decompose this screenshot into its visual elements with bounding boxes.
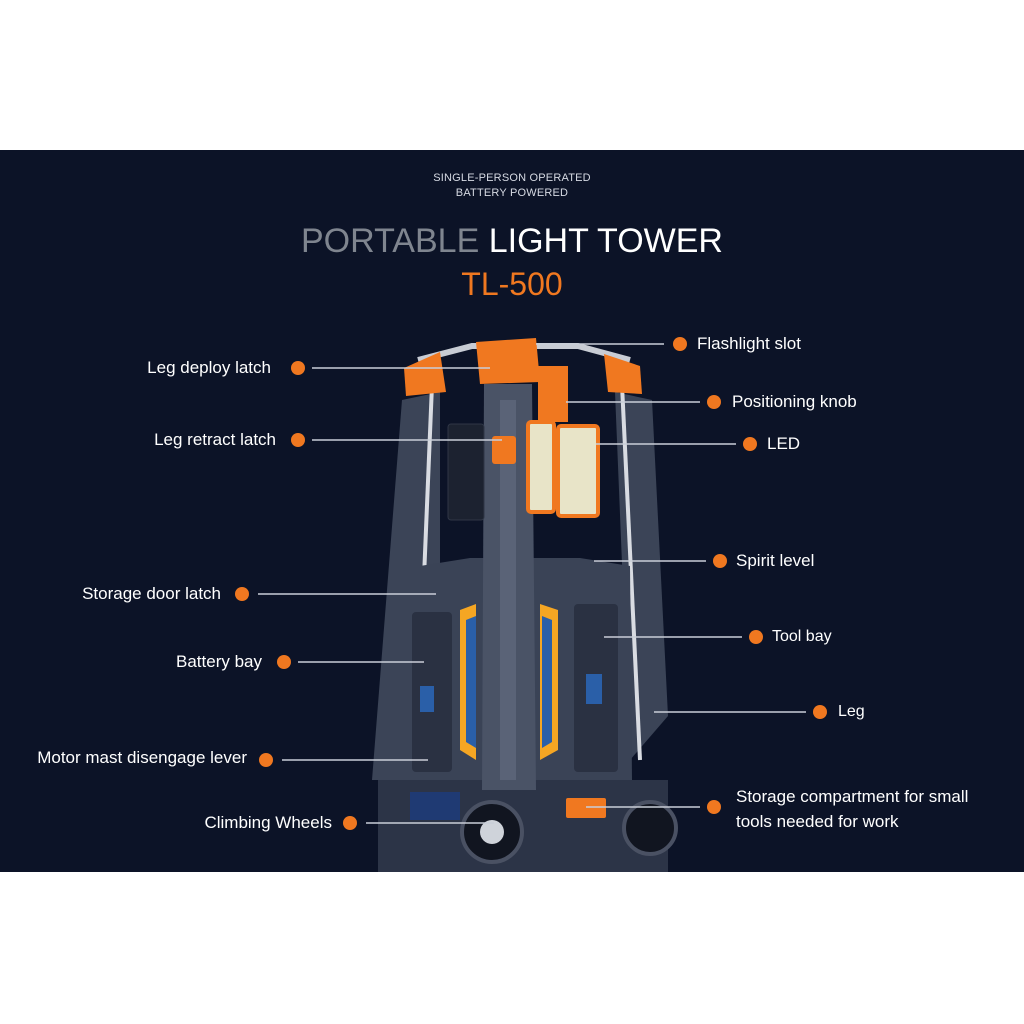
wheel-hub-left (480, 820, 504, 844)
led-panel-right (556, 424, 600, 518)
dot-climbing-wheels (343, 816, 357, 830)
dot-storage-door-latch (235, 587, 249, 601)
leg-deploy-latch-left (404, 352, 446, 396)
label-spirit-level: Spirit level (736, 551, 815, 570)
label-storage-door-latch: Storage door latch (82, 584, 221, 603)
label-motor-mast-lever: Motor mast disengage lever (37, 748, 247, 767)
label-leg: Leg (838, 703, 865, 720)
label-tool-bay: Tool bay (772, 628, 832, 645)
mast-center (500, 400, 516, 780)
label-positioning-knob: Positioning knob (732, 392, 857, 411)
label-storage-compartment-line1: Storage compartment for small (736, 787, 969, 806)
dot-led (743, 437, 757, 451)
label-leg-retract-latch: Leg retract latch (154, 430, 276, 449)
label-climbing-wheels: Climbing Wheels (204, 813, 332, 832)
label-storage-compartment-line2: tools needed for work (736, 812, 899, 831)
side-light-module (447, 423, 485, 521)
climbing-wheel-right (622, 800, 678, 856)
page-title: PORTABLE LIGHT TOWER (0, 222, 1024, 261)
mast-head (476, 338, 540, 384)
leg-deploy-latch-right (604, 354, 642, 394)
warning-label (410, 792, 460, 820)
tagline-power: BATTERY POWERED (455, 187, 569, 199)
dot-leg-deploy-latch (291, 361, 305, 375)
dot-positioning-knob (707, 395, 721, 409)
dot-spirit-level (713, 554, 727, 568)
tagline-operation: SINGLE-PERSON OPERATED (433, 172, 591, 184)
model-number: TL-500 (461, 266, 563, 302)
dot-leg-retract-latch (291, 433, 305, 447)
leg-right-rail (620, 384, 642, 761)
battery-badge (420, 686, 434, 712)
label-leg-deploy-latch: Leg deploy latch (147, 358, 271, 377)
label-battery-bay: Battery bay (176, 652, 262, 671)
dot-storage-compartment (707, 800, 721, 814)
leader-lines (258, 343, 806, 824)
callout-dots (235, 337, 827, 830)
tool-badge (586, 674, 602, 704)
leg-retract-latch (492, 436, 516, 464)
dot-battery-bay (277, 655, 291, 669)
label-led: LED (767, 434, 801, 453)
led-panel-left (526, 420, 556, 514)
dot-tool-bay (749, 630, 763, 644)
dot-motor-mast-lever (259, 753, 273, 767)
storage-compartment (566, 798, 606, 818)
label-flashlight-slot: Flashlight slot (697, 334, 801, 353)
dot-leg (813, 705, 827, 719)
title-light-tower: LIGHT TOWER (488, 222, 723, 260)
title-portable: PORTABLE (301, 222, 480, 260)
positioning-knob-bracket (538, 366, 568, 422)
dot-flashlight-slot (673, 337, 687, 351)
